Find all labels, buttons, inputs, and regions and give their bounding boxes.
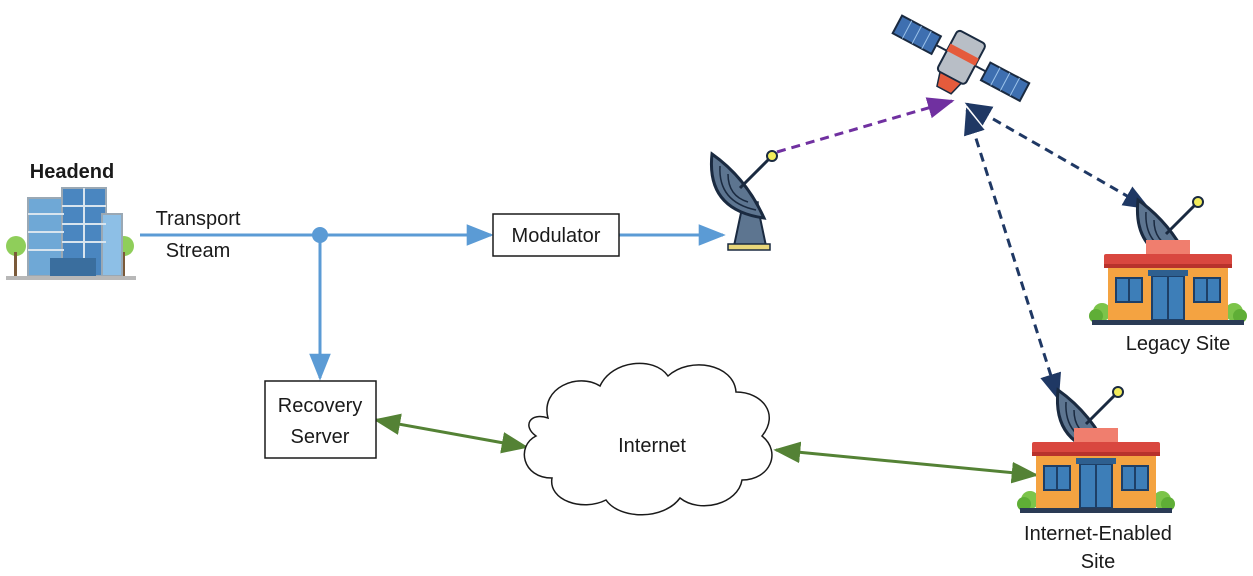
modulator-label: Modulator (512, 225, 601, 247)
recovery-server-label-line2: Server (291, 426, 350, 448)
internet-site-label-line1: Internet-Enabled (1024, 523, 1172, 545)
uplink-satellite-dish-icon (709, 149, 779, 251)
legacy-site-label: Legacy Site (1126, 333, 1231, 355)
uplink-beam (776, 97, 955, 154)
satellite-icon (891, 14, 1031, 103)
legacy-site-storefront-icon (1088, 239, 1248, 326)
downlink-internet-site (964, 107, 1061, 401)
recovery-internet-link (373, 413, 529, 454)
modulator-box (492, 213, 620, 257)
internet-site-label-line2: Site (1081, 551, 1115, 573)
internet-site-storefront-icon (1016, 427, 1176, 514)
headend-label: Headend (30, 161, 114, 183)
recovery-server-label-line1: Recovery (278, 395, 362, 417)
office-building-icon (6, 187, 136, 280)
transport-stream-label-line2: Stream (166, 240, 230, 262)
downlink-legacy (964, 102, 1151, 210)
recovery-server-box (264, 380, 377, 459)
internet-label: Internet (618, 435, 686, 457)
internet-site-link (773, 441, 1039, 484)
internet-cloud (523, 362, 773, 516)
transport-stream-label-line1: Transport (156, 208, 241, 230)
junction-node (312, 227, 328, 243)
